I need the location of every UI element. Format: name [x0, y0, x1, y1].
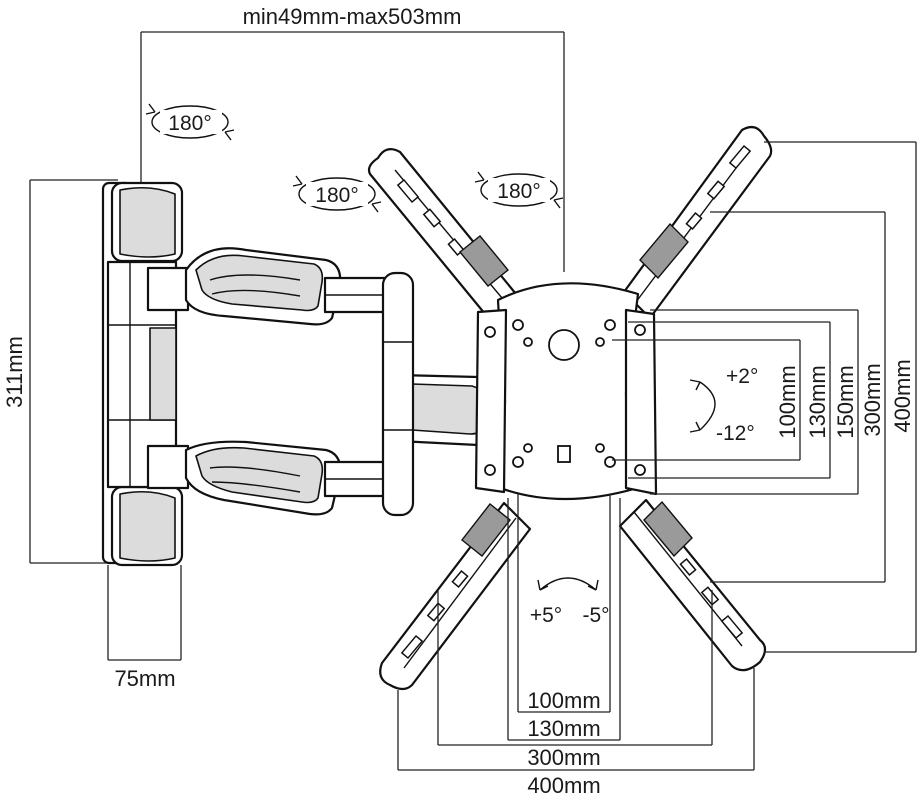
vesa-v-130-label: 130mm — [805, 365, 830, 438]
tilt-indicator: +2° -12° — [689, 365, 758, 445]
upper-arm — [146, 247, 387, 326]
swivel-badge-wall: 180° — [145, 103, 235, 141]
plate-width-dimension: 75mm — [107, 565, 182, 691]
vesa-vertical-dimensions: 100mm 130mm 150mm 300mm 400mm — [612, 141, 917, 653]
plate-width-label: 75mm — [114, 666, 175, 691]
swivel-badge-left: 180° — [292, 175, 382, 213]
vesa-horizontal-dimensions: 100mm 130mm 300mm 400mm — [397, 494, 755, 798]
extension-dimension: min49mm-max503mm — [140, 4, 565, 272]
rotate-plus-label: +5° — [530, 604, 562, 627]
rotation-indicator: +5° -5° — [530, 577, 610, 627]
center-arm — [381, 271, 502, 517]
vesa-h-130-label: 130mm — [527, 716, 600, 741]
wall-plate — [101, 181, 184, 567]
plate-height-dimension: 311mm — [2, 179, 118, 564]
swivel-left-label: 180° — [315, 184, 358, 207]
rotate-minus-label: -5° — [582, 604, 609, 627]
vesa-bracket — [367, 125, 773, 691]
tilt-up-label: +2° — [726, 365, 758, 388]
vesa-h-100-label: 100mm — [527, 688, 600, 713]
vesa-v-400-label: 400mm — [890, 359, 915, 432]
tilt-down-label: -12° — [716, 422, 755, 445]
vesa-v-150-label: 150mm — [833, 365, 858, 438]
vesa-h-300-label: 300mm — [527, 745, 600, 770]
swivel-right-label: 180° — [497, 180, 540, 203]
lower-arm — [146, 440, 387, 516]
swivel-badge-right: 180° — [474, 171, 564, 209]
vesa-v-300-label: 300mm — [860, 363, 885, 436]
vesa-v-100-label: 100mm — [775, 365, 800, 438]
plate-height-label: 311mm — [2, 336, 27, 408]
vesa-h-400-label: 400mm — [527, 773, 600, 798]
swivel-wall-label: 180° — [168, 112, 211, 135]
extension-range-label: min49mm-max503mm — [243, 4, 462, 29]
